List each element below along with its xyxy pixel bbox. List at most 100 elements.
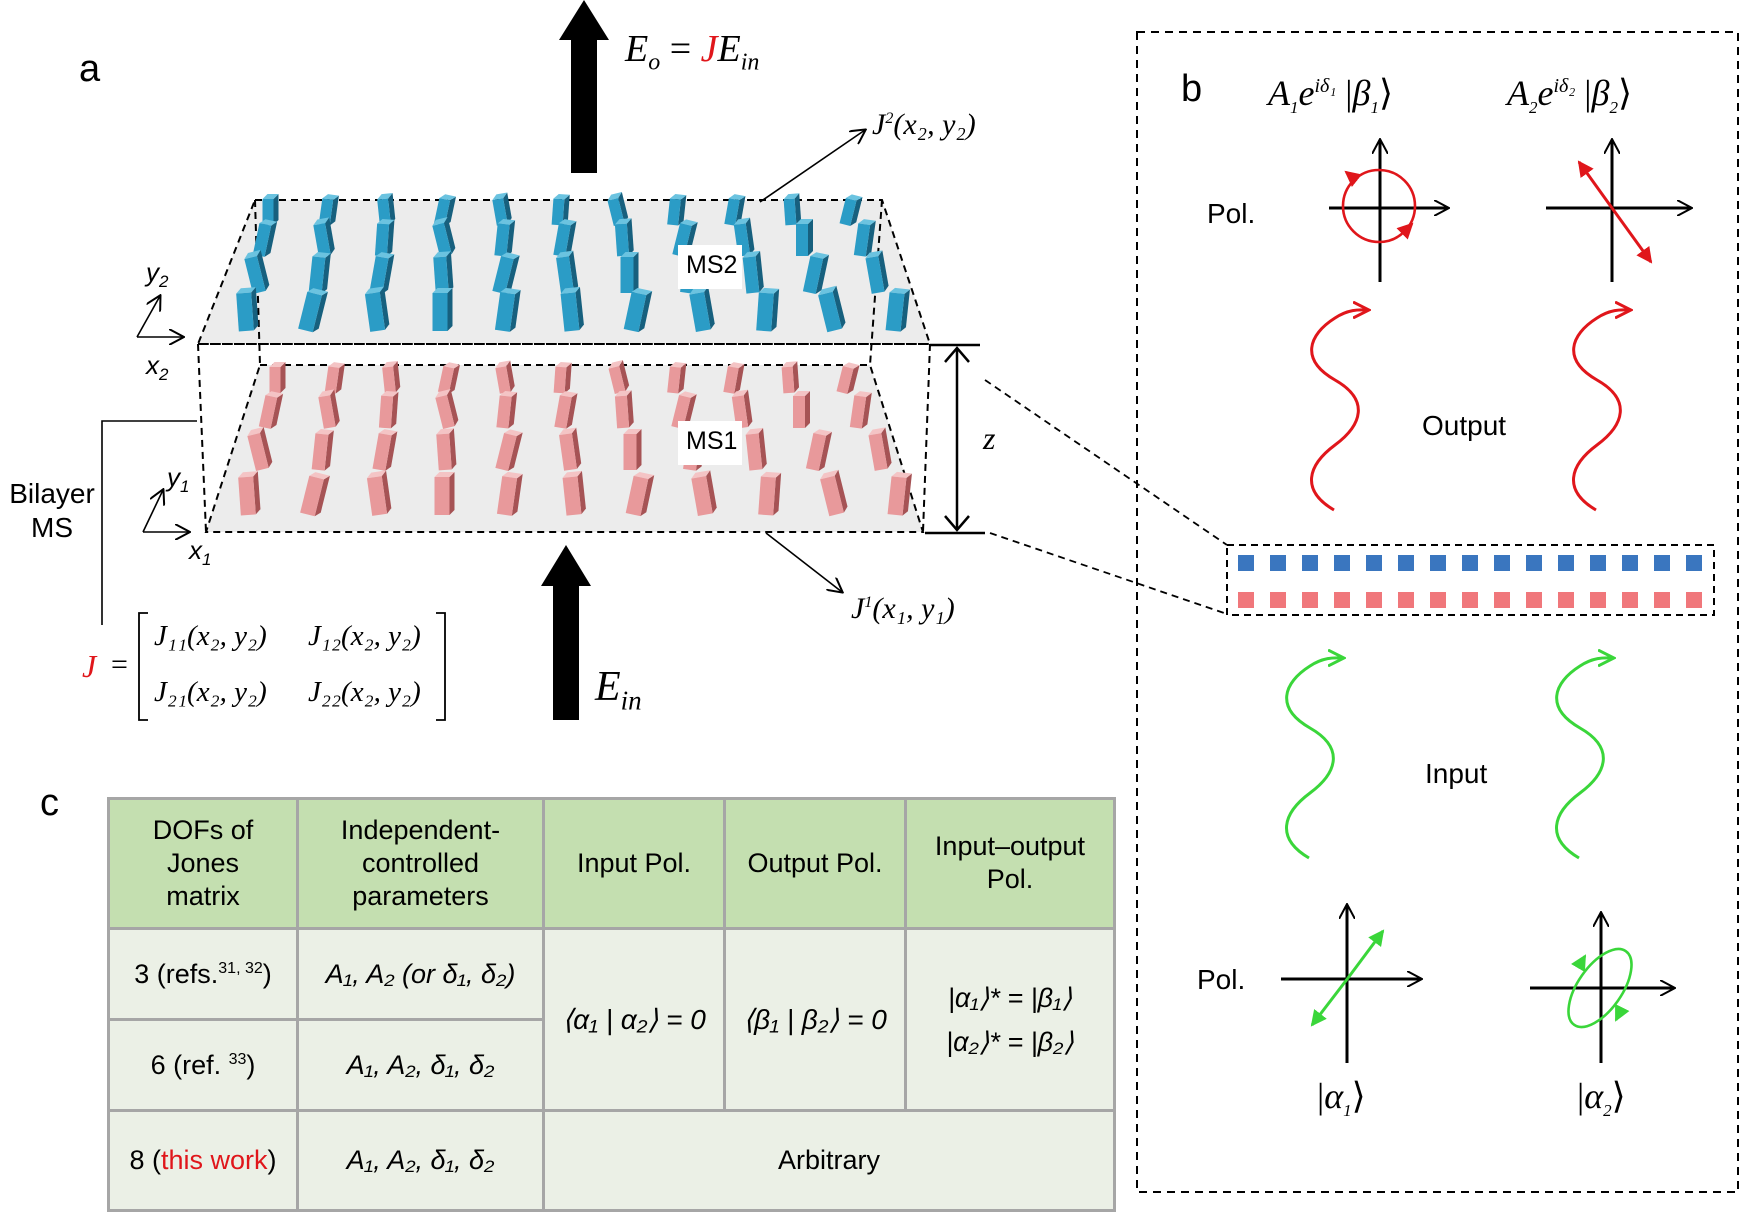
output-wave-1 bbox=[1310, 310, 1368, 512]
cross-section-square-bottom bbox=[1302, 592, 1318, 608]
meta-atom-pillar bbox=[849, 391, 872, 429]
cell-params-row2: A₁, A₂, δ₁, δ₂ bbox=[296, 1018, 545, 1113]
cross-section-square-top bbox=[1366, 555, 1382, 571]
bilayer-bracket bbox=[101, 420, 197, 625]
meta-atom-pillar bbox=[492, 252, 520, 295]
meta-atom-pillar bbox=[496, 471, 523, 516]
meta-atom-pillar bbox=[623, 429, 642, 470]
meta-atom-pillar bbox=[793, 391, 810, 428]
meta-atom-pillar bbox=[313, 217, 335, 257]
table-row: 6 (ref. 33) A₁, A₂, δ₁, δ₂ bbox=[107, 1018, 1115, 1113]
input-field-label: Ein bbox=[595, 664, 642, 716]
meta-atom-pillar bbox=[796, 219, 813, 256]
pol-label-top: Pol. bbox=[1207, 198, 1256, 229]
meta-atom-pillar bbox=[836, 362, 860, 394]
pol-axes-out-1 bbox=[1329, 140, 1502, 282]
meta-atom-pillar bbox=[298, 288, 328, 333]
header-input-pol: Input Pol. bbox=[542, 797, 726, 930]
meta-atom-pillar bbox=[494, 287, 521, 332]
output-equation: Eo = JEin bbox=[625, 28, 760, 76]
meta-atom-pillar bbox=[366, 470, 392, 516]
meta-atom-pillar bbox=[318, 389, 340, 429]
input-state-2: |α2⟩ bbox=[1577, 1076, 1626, 1121]
cross-section-square-top bbox=[1526, 555, 1542, 571]
cell-arbitrary: Arbitrary bbox=[542, 1109, 1116, 1212]
meta-atom-pillar bbox=[494, 219, 516, 257]
meta-atom-pillar bbox=[620, 252, 639, 293]
ms2-pillars bbox=[236, 191, 910, 333]
meta-atom-pillar bbox=[614, 218, 634, 257]
meta-atom-pillar bbox=[382, 361, 401, 394]
meta-atom-pillar bbox=[607, 191, 629, 226]
meta-atom-pillar bbox=[495, 429, 523, 472]
meta-atom-pillar bbox=[608, 359, 630, 394]
meta-atom-pillar bbox=[559, 427, 582, 471]
meta-atom-pillar bbox=[236, 287, 259, 332]
ms2-label: MS2 bbox=[686, 251, 738, 279]
cross-section-square-top bbox=[1590, 555, 1606, 571]
zoom-lines bbox=[984, 379, 1228, 615]
output-wave-2 bbox=[1572, 310, 1630, 512]
meta-atom-pillar bbox=[853, 219, 876, 257]
jones-m21: J₂₁(x₂, y₂) bbox=[154, 676, 267, 708]
header-output-pol: Output Pol. bbox=[723, 797, 907, 930]
meta-atom-pillar bbox=[553, 219, 577, 257]
cross-section-square-bottom bbox=[1590, 592, 1606, 608]
meta-atom-pillar bbox=[238, 471, 261, 516]
cross-section-square-bottom bbox=[1494, 592, 1510, 608]
meta-atom-pillar bbox=[492, 192, 512, 226]
meta-atom-pillar bbox=[560, 286, 584, 332]
j2-label: J2(x₂, y₂) bbox=[872, 108, 976, 141]
meta-atom-pillar bbox=[671, 391, 697, 429]
meta-atom-pillar bbox=[495, 360, 515, 394]
table-row: 3 (refs.31, 32) A₁, A₂ (or δ₁, δ₂) ⟨α₁ |… bbox=[107, 926, 1116, 1113]
pol-label-bottom: Pol. bbox=[1197, 964, 1246, 995]
meta-atom-pillar bbox=[667, 194, 687, 226]
cross-section-bottom-layer bbox=[1238, 592, 1702, 608]
cell-dofs-row2: 6 (ref. 33) bbox=[107, 1018, 299, 1113]
meta-atom-pillar bbox=[556, 250, 579, 294]
cross-section-square-top bbox=[1270, 555, 1286, 571]
table-row: 8 (this work) A₁, A₂, δ₁, δ₂ Arbitrary bbox=[107, 1109, 1116, 1212]
jones-m11: J₁₁(x₂, y₂) bbox=[154, 620, 267, 652]
meta-atom-pillar bbox=[269, 362, 286, 393]
linear-polarization-icon-red bbox=[1577, 160, 1653, 264]
meta-atom-pillar bbox=[745, 427, 767, 471]
cross-section-square-top bbox=[1398, 555, 1414, 571]
meta-atom-pillar bbox=[496, 391, 518, 429]
linear-polarization-icon-green bbox=[1310, 929, 1385, 1027]
jones-matrix-brackets bbox=[138, 612, 446, 721]
cross-section-square-top bbox=[1462, 555, 1478, 571]
input-label: Input bbox=[1425, 758, 1488, 789]
cross-section-square-bottom bbox=[1366, 592, 1382, 608]
meta-atom-pillar bbox=[252, 219, 278, 257]
meta-atom-pillar bbox=[434, 472, 455, 515]
panel-label-c: c bbox=[40, 782, 59, 824]
meta-atom-pillar bbox=[437, 362, 461, 394]
meta-atom-pillar bbox=[802, 252, 830, 294]
cross-section-top-layer bbox=[1238, 555, 1702, 571]
cell-params-row1: A₁, A₂ (or δ₁, δ₂) bbox=[296, 926, 545, 1022]
y2-axis-label: y2 bbox=[146, 257, 169, 292]
meta-atom-pillar bbox=[623, 288, 653, 333]
meta-atom-pillar bbox=[742, 250, 764, 294]
ms1-pillars bbox=[238, 359, 912, 517]
cross-section-square-bottom bbox=[1622, 592, 1638, 608]
meta-atom-pillar bbox=[247, 426, 273, 472]
meta-atom-pillar bbox=[818, 285, 846, 333]
meta-atom-pillar bbox=[689, 286, 715, 333]
z-dimension bbox=[925, 343, 985, 535]
meta-atom-pillar bbox=[783, 193, 802, 226]
meta-atom-pillar bbox=[724, 194, 746, 226]
meta-atom-pillar bbox=[758, 471, 782, 516]
meta-atom-pillar bbox=[436, 428, 457, 471]
meta-atom-pillar bbox=[377, 193, 396, 226]
cell-input-condition: ⟨α₁ | α₂⟩ = 0 bbox=[542, 926, 726, 1113]
meta-atom-pillar bbox=[781, 361, 800, 394]
meta-atom-pillar bbox=[839, 194, 863, 226]
cross-section-square-top bbox=[1558, 555, 1574, 571]
meta-atom-pillar bbox=[865, 250, 889, 294]
